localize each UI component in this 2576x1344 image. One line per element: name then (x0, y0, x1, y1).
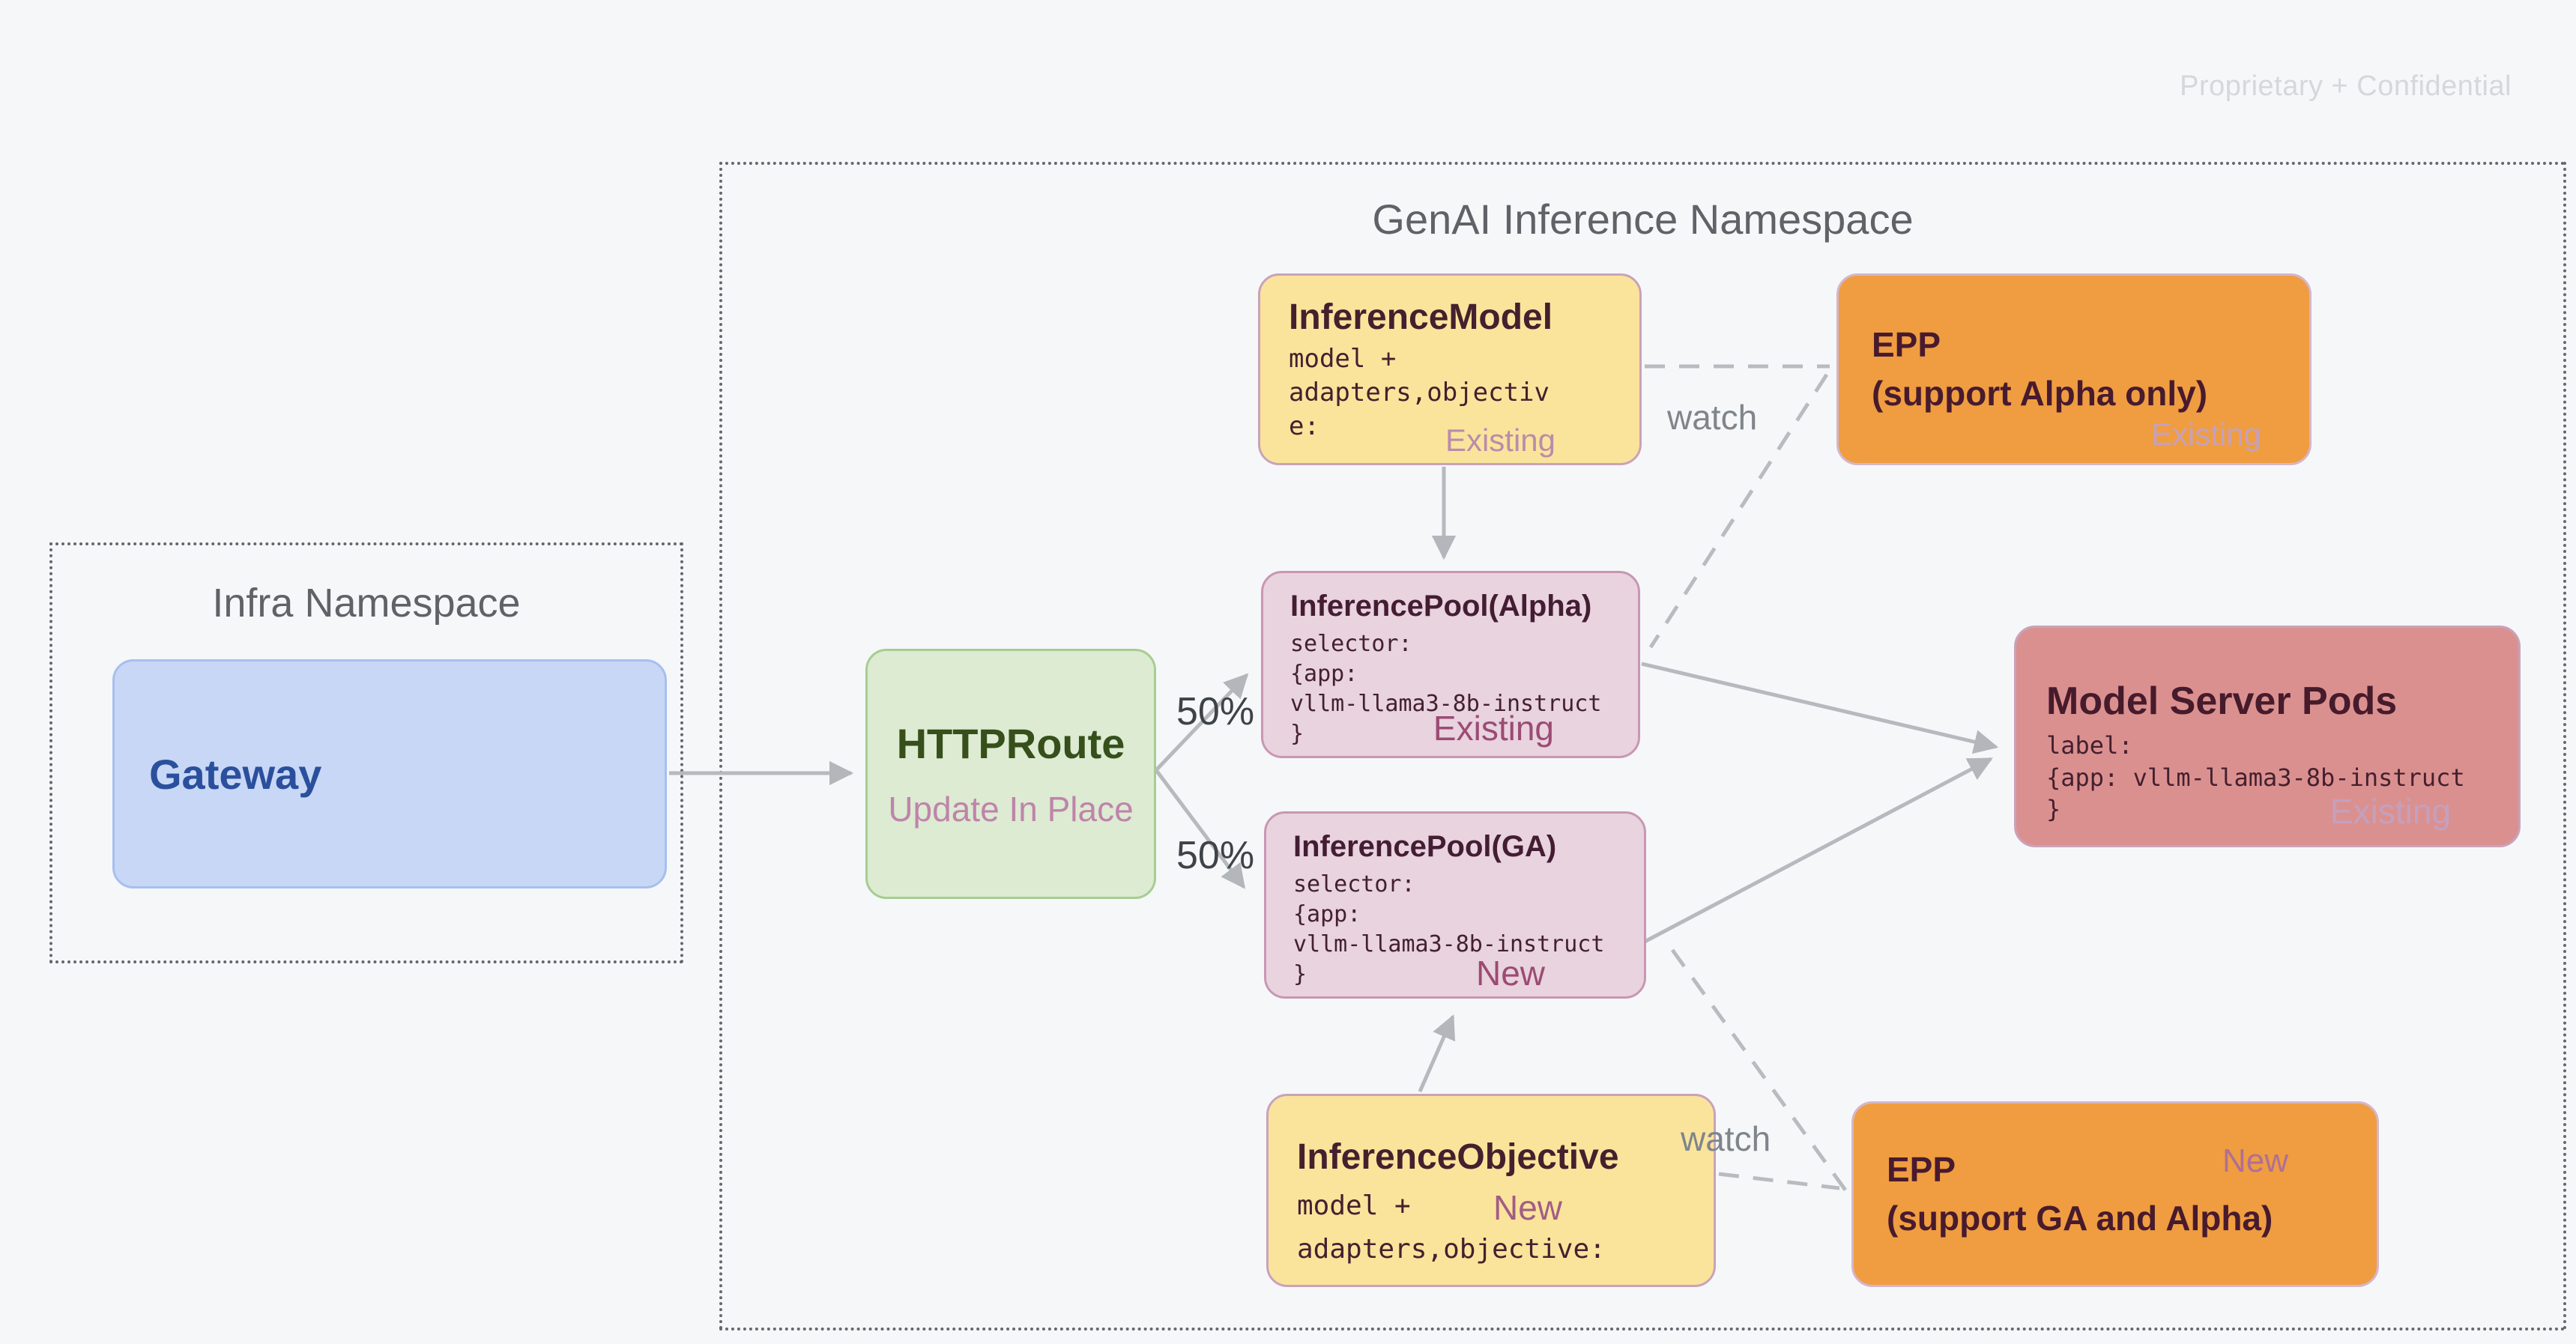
epp-ga-badge: New (2222, 1142, 2288, 1179)
epp-ga-scope: (support GA and Alpha) (1887, 1199, 2273, 1238)
httproute-status: Update In Place (888, 789, 1134, 829)
traffic-split-bottom-label: 50% (1176, 834, 1255, 877)
infra-namespace-box[interactable]: Infra Namespace (49, 542, 683, 963)
httproute-title: HTTPRoute (896, 719, 1125, 767)
inferencemodel-title: InferenceModel (1289, 297, 1553, 337)
epp-alpha-name: EPP (1872, 324, 1941, 364)
confidential-watermark: Proprietary + Confidential (2180, 70, 2512, 102)
infra-namespace-title: Infra Namespace (212, 581, 521, 626)
watch-label-top: watch (1667, 398, 1758, 437)
model-server-pods-title: Model Server Pods (2046, 679, 2398, 723)
inferencepool-alpha-badge: Existing (1433, 709, 1554, 748)
gateway-title: Gateway (149, 750, 322, 798)
httproute-node[interactable]: HTTPRoute Update In Place (865, 649, 1156, 899)
inferenceobjective-body-line1: model + (1297, 1190, 1411, 1221)
inferencemodel-node[interactable]: InferenceModel model + adapters,objectiv… (1258, 273, 1642, 465)
inferencepool-alpha-node[interactable]: InferencePool(Alpha) selector: {app: vll… (1261, 571, 1640, 758)
inferenceobjective-title: InferenceObjective (1297, 1137, 1619, 1177)
epp-ga-node[interactable]: EPP (support GA and Alpha) New (1851, 1101, 2379, 1287)
model-server-pods-badge: Existing (2329, 792, 2451, 831)
traffic-split-top-label: 50% (1176, 690, 1255, 733)
genai-namespace-box[interactable]: GenAI Inference Namespace (719, 162, 2566, 1331)
epp-ga-name: EPP (1887, 1149, 1956, 1189)
inferenceobjective-badge: New (1493, 1188, 1563, 1227)
inferenceobjective-body-line2: adapters,objective: (1297, 1233, 1606, 1265)
epp-alpha-scope: (support Alpha only) (1872, 374, 2208, 413)
epp-alpha-badge: Existing (2150, 417, 2261, 452)
inferencepool-ga-body: selector: {app: vllm-llama3-8b-instruct … (1293, 871, 1605, 987)
model-server-pods-body: label: {app: vllm-llama3-8b-instruct } (2046, 731, 2465, 824)
inferencemodel-badge: Existing (1445, 423, 1555, 458)
inferencepool-ga-badge: New (1475, 954, 1545, 993)
gateway-node[interactable]: Gateway (112, 659, 667, 889)
inferencepool-alpha-body: selector: {app: vllm-llama3-8b-instruct … (1290, 631, 1602, 747)
inferencepool-ga-title: InferencePool(GA) (1293, 830, 1557, 863)
watch-label-bottom: watch (1681, 1119, 1771, 1158)
inferencepool-ga-node[interactable]: InferencePool(GA) selector: {app: vllm-l… (1264, 811, 1646, 999)
model-server-pods-node[interactable]: Model Server Pods label: {app: vllm-llam… (2014, 626, 2521, 847)
inferencepool-alpha-title: InferencePool(Alpha) (1290, 590, 1592, 623)
epp-alpha-node[interactable]: EPP (support Alpha only) Existing (1836, 273, 2312, 465)
inferenceobjective-node[interactable]: InferenceObjective model + adapters,obje… (1266, 1094, 1716, 1287)
inferencemodel-body: model + adapters,objectiv e: (1289, 344, 1549, 441)
genai-namespace-title: GenAI Inference Namespace (1372, 196, 1914, 243)
